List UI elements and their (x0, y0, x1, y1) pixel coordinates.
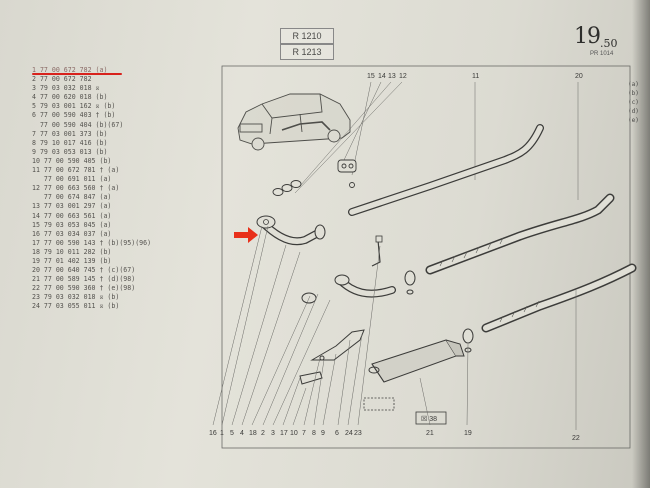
callout-bottom: 10 (290, 430, 298, 437)
parts-list-item: 19 77 01 402 139 (b) (32, 256, 112, 265)
parts-list-item: 12 77 00 663 560 † (a) (32, 184, 120, 193)
callout-bottom: 19 (464, 430, 472, 437)
callout-bottom: 5 (230, 430, 234, 437)
margin-note: (c) (628, 99, 639, 106)
callout-top: 14 (378, 73, 386, 80)
parts-list-item: 1 77 00 672 782 (a) (32, 66, 108, 74)
margin-note: (b) (628, 90, 639, 97)
diagram-frame (221, 65, 631, 449)
parts-list-item: 4 77 00 620 018 (b) (32, 93, 108, 102)
parts-list-item: 8 79 10 017 416 (b) (32, 138, 108, 147)
callout-bottom: 18 (249, 430, 257, 437)
top-callouts: 15 14 13 12 11 20 (367, 73, 583, 80)
callout-bottom: 16 (209, 430, 217, 437)
parts-list-item: 18 79 10 011 282 (b) (32, 247, 112, 256)
parts-list-item: 16 77 03 034 037 (a) (32, 229, 112, 238)
parts-list-item: 77 00 590 404 (b)(67) (32, 120, 124, 129)
parts-list-item: 9 79 03 053 013 (b) (32, 147, 108, 156)
hanger-bracket (299, 329, 365, 385)
parts-list-item: 13 77 03 001 297 (a) (32, 202, 112, 211)
parts-list-item: 5 79 03 001 162 ☒ (b) (32, 102, 116, 111)
pipe-section-20 (425, 193, 615, 275)
callout-bottom: 17 (280, 430, 288, 437)
callout-bottom: 9 (321, 430, 325, 437)
callout-top: 20 (575, 73, 583, 80)
callout-bottom: 6 (335, 430, 339, 437)
parts-list-item: 14 77 00 663 561 (a) (32, 211, 112, 220)
page-subtitle: PR 1014 (590, 51, 614, 57)
box-label: ☒ 38 (421, 415, 437, 423)
pipe-section-11 (348, 124, 544, 216)
bottom-leader-lines (212, 225, 577, 430)
callout-bottom: 2 (261, 430, 265, 437)
callout-bottom: 22 (572, 435, 580, 442)
car-illustration (237, 93, 351, 151)
parts-list-item: 24 77 03 055 011 ☒ (b) (32, 302, 120, 311)
parts-list: 1 77 00 672 782 (a) 2 77 00 672 782 3 79… (32, 66, 212, 312)
clamps (404, 270, 474, 353)
callout-bottom: 23 (354, 430, 362, 437)
parts-list-item: 6 77 00 590 403 † (b) (32, 111, 116, 120)
parts-list-item: 23 79 03 032 018 ☒ (b) (32, 293, 120, 302)
callout-top: 13 (388, 73, 396, 80)
callout-bottom: 1 (220, 430, 224, 437)
right-margin-notes: (a) (b) (c) (d) (e) (628, 80, 639, 125)
parts-list-item: 2 77 00 672 782 (32, 75, 92, 84)
front-downpipe (256, 215, 326, 246)
callout-bottom: 3 (271, 430, 275, 437)
bottom-callouts: 16 1 5 4 18 2 3 17 10 7 8 9 6 24 23 21 1… (209, 430, 580, 442)
gasket-set (272, 159, 357, 196)
pipe-section-22 (481, 263, 637, 333)
red-highlight-underline (32, 73, 122, 75)
margin-note: (a) (628, 81, 639, 88)
parts-list-item: 77 00 691 011 (a) (32, 175, 112, 184)
parts-list-item: 77 00 674 847 (a) (32, 193, 112, 202)
parts-list-item: 10 77 00 590 405 (b) (32, 156, 112, 165)
ref-code-1: R 1210 (280, 28, 334, 44)
parts-list-item: 20 77 00 640 745 † (c)(67) (32, 266, 136, 275)
callout-bottom: 4 (240, 430, 244, 437)
parts-list-item: 11 77 00 672 781 † (a) (32, 166, 120, 175)
margin-note: (d) (628, 108, 639, 115)
callout-bottom: 8 (312, 430, 316, 437)
callout-top: 12 (399, 73, 407, 80)
ref-code-2: R 1213 (280, 44, 334, 60)
top-leader-lines (294, 81, 579, 200)
callout-top: 15 (367, 73, 375, 80)
parts-list-item: 3 79 03 032 018 ☒ (32, 84, 100, 93)
callout-boxes (363, 397, 447, 425)
page-number-suffix: .50 (600, 37, 618, 51)
page-number-main: 19 (574, 24, 601, 49)
parts-list-item: 7 77 03 001 373 (b) (32, 129, 108, 138)
parts-list-item: 22 77 00 590 360 † (e)(98) (32, 284, 136, 293)
margin-note: (e) (628, 117, 639, 124)
page-number: 19.50 (574, 24, 624, 54)
intermediate-pipe (301, 235, 396, 304)
parts-list-item: 21 77 00 589 145 † (d)(98) (32, 275, 136, 284)
callout-bottom: 24 (345, 430, 353, 437)
red-arrow-icon (234, 227, 258, 243)
callout-top: 11 (472, 73, 479, 80)
callout-bottom: 7 (302, 430, 306, 437)
parts-list-item: 15 79 03 053 045 (a) (32, 220, 112, 229)
parts-list-item: 17 77 00 590 143 † (b)(95)(96) (32, 238, 152, 247)
callout-bottom: 21 (426, 430, 434, 437)
muffler (368, 339, 465, 383)
